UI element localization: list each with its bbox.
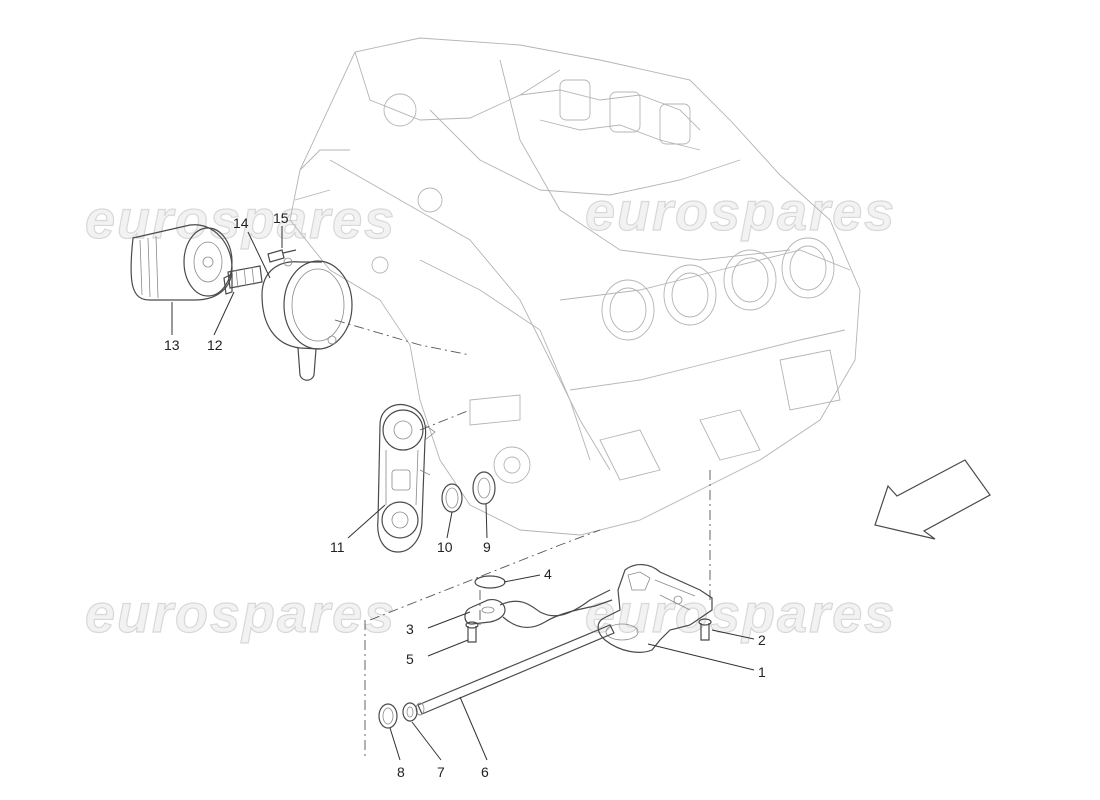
callout-13: 13 <box>164 337 180 353</box>
alignment-lines <box>334 319 711 760</box>
part-13-oil-filter <box>130 224 233 301</box>
part-1-oil-pump <box>597 564 713 653</box>
callout-11: 11 <box>330 539 345 555</box>
callout-1: 1 <box>758 664 766 680</box>
direction-arrow <box>874 459 991 540</box>
watermark-top-left: eurospares <box>85 190 396 250</box>
part-7-washer <box>402 702 418 722</box>
callout-2: 2 <box>758 632 766 648</box>
watermark-top-right: eurospares <box>585 182 896 242</box>
callout-3: 3 <box>406 621 414 637</box>
part-5-screw <box>465 621 479 643</box>
part-3-delivery-pipe <box>464 589 613 628</box>
part-4-o-ring <box>474 575 506 589</box>
callout-12: 12 <box>207 337 223 353</box>
part-10-seal-ring <box>441 483 463 513</box>
callout-6: 6 <box>481 764 489 780</box>
part-12-nipple <box>223 265 263 295</box>
callout-labels: 13 12 14 15 11 10 9 4 3 5 2 1 8 7 6 <box>164 210 766 780</box>
callout-10: 10 <box>437 539 453 555</box>
engine-block <box>289 37 861 536</box>
part-2-screw <box>698 618 712 641</box>
callout-14: 14 <box>233 215 249 231</box>
part-9-seal <box>472 471 496 505</box>
callout-15: 15 <box>273 210 289 226</box>
callout-8: 8 <box>397 764 405 780</box>
callout-4: 4 <box>544 566 552 582</box>
part-8-seal <box>378 703 398 729</box>
watermark-bottom-right: eurospares <box>585 584 896 644</box>
callout-9: 9 <box>483 539 491 555</box>
part-15-bolt <box>267 249 297 263</box>
callout-7: 7 <box>437 764 445 780</box>
part-11-timing-chain <box>377 403 436 553</box>
callout-5: 5 <box>406 651 414 667</box>
watermark-bottom-left: eurospares <box>85 584 396 644</box>
watermarks: eurospares eurospares eurospares eurospa… <box>84 181 896 644</box>
leader-lines <box>171 226 755 761</box>
part-14-filter-housing <box>261 257 353 381</box>
